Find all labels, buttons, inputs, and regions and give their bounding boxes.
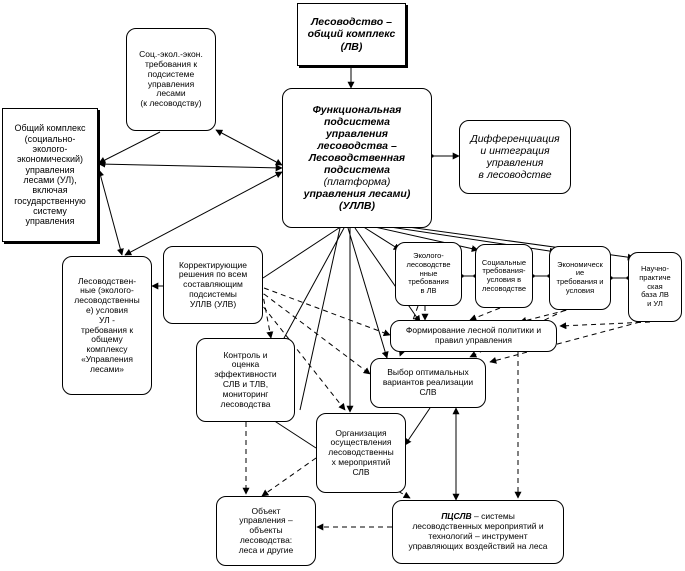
pcslv-abbreviation: ПЦСЛВ [441, 511, 472, 522]
edge-d-social-policy [469, 307, 501, 321]
edge-socreq-center [215, 129, 283, 166]
edge-d-corr-choice [263, 293, 371, 375]
node-differentiation: Дифференциация и интеграция управления в… [459, 120, 571, 194]
edge-d-corr-control [261, 289, 274, 339]
node-functional-subsystem: Функциональная подсистема управления лес… [282, 88, 432, 228]
edge-socreq-general [98, 131, 161, 164]
edge-general-lescond [97, 169, 124, 256]
edge-lescond-center [124, 171, 283, 256]
node-social-requirements: Соц.-экол.-экон. требования к подсистеме… [126, 28, 216, 131]
edge-d-org-object [261, 457, 317, 497]
node-scientific-base: Научно- практиче ская база ЛВ и УЛ [628, 252, 682, 322]
edge-d-econ-policy [519, 307, 576, 324]
node-corrective-decisions: Корректирующие решения по всем составляю… [163, 246, 263, 324]
edge-center-policy [354, 227, 421, 323]
node-economic-requirements: Экономическ ие требования и условия [549, 246, 611, 310]
edge-choice-org [404, 407, 431, 446]
node-management-object: Объект управления – объекты лесоводства:… [216, 496, 316, 566]
node-optimal-choice: Выбор оптимальных вариантов реализации С… [370, 358, 486, 408]
edge-center-object [299, 227, 341, 411]
edge-general-center [98, 160, 283, 172]
edge-center-ekolog [361, 225, 401, 251]
node-organization: Организация осуществления лесоводственны… [316, 413, 406, 493]
node-lesovodstvo: Лесоводство – общий комплекс (ЛВ) [297, 3, 406, 66]
edge-org-control [272, 419, 317, 449]
edge-center-corr [262, 225, 343, 279]
node-general-complex: Общий комплекс (социально- эколого- экон… [2, 108, 98, 242]
node-social-requirements-conditions: Социальные требования- условия в лесовод… [475, 244, 533, 308]
node-forest-policy: Формирование лесной политики и правил уп… [390, 320, 557, 352]
pcslv-description: – системы лесоводственных мероприятий и … [408, 511, 548, 551]
edge-d-science-policy [559, 321, 651, 330]
node-pcslv: ПЦСЛВ – системы лесоводственных мероприя… [392, 500, 564, 564]
edge-center-control [282, 227, 345, 341]
node-control-monitoring: Контроль и оценка эффективности СЛВ и ТЛ… [196, 338, 295, 422]
node-forestry-conditions: Лесоводствен- ные (эколого- лесоводствен… [62, 256, 152, 395]
edge-center-choice [347, 227, 389, 359]
edge-d-science-choice [489, 321, 641, 364]
edge-d-corr-policy [263, 287, 391, 337]
node-ecological-requirements: Эколого- лесоводстве нные требования в Л… [395, 242, 462, 306]
